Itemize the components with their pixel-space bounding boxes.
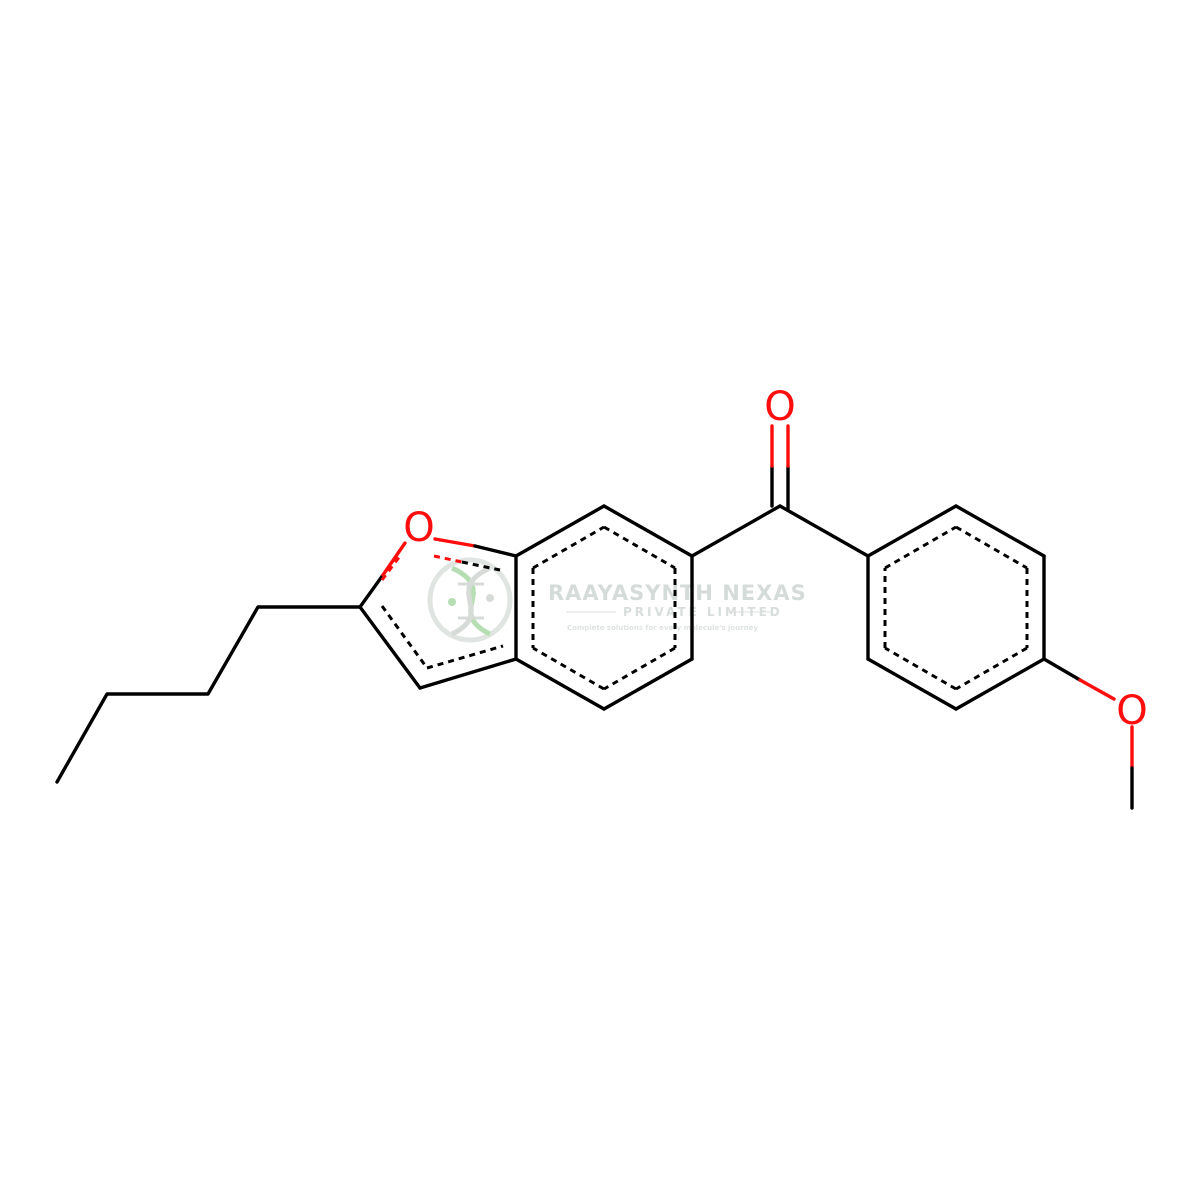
aromatic-c4-c3a [532, 646, 605, 691]
bond-c4p-c5p [954, 657, 1046, 711]
bonds [55, 424, 1134, 810]
bond-c2-c3 [358, 605, 422, 690]
bond-c5-c4 [602, 657, 694, 711]
aromatic-c5-c4 [603, 646, 676, 691]
bond-c5p-c6p [866, 657, 958, 711]
aromatic-c1p-c2p [884, 525, 957, 570]
bond-c3-c3a [418, 657, 518, 690]
bond-c4-c3a [514, 657, 606, 711]
bond-c2p-c3p [954, 504, 1046, 558]
bond-c4p-o-red [1078, 678, 1116, 701]
bond-carbonyl-c1p [778, 504, 870, 558]
aromatic-c2-c3 [380, 605, 429, 669]
aromatic-c4p-c5p [955, 646, 1028, 691]
methoxy-oxygen-label: O [1116, 688, 1147, 734]
aromatic-o-c7a-red [433, 554, 463, 564]
carbonyl-oxygen-label: O [764, 384, 795, 430]
watermark-company: RAAYASYNTH NEXAS [548, 581, 807, 605]
watermark-logo-icon [427, 557, 513, 643]
bond-c2-o-black [358, 573, 385, 609]
aromatic-c2p-c3p [955, 525, 1028, 570]
bond-c1p-c2p [866, 504, 958, 558]
bond-c7a-c7 [514, 504, 606, 558]
bond-c4p-o-black [1042, 657, 1082, 682]
bond-c6-carbonyl [690, 504, 782, 558]
butyl-chain-bond [55, 605, 362, 784]
ring-oxygen-label: O [403, 505, 434, 551]
aromatic-c5p-c6p [884, 646, 957, 691]
watermark-tagline: Complete solutions for every molecule's … [567, 624, 758, 632]
bond-o-c7a-black [473, 544, 518, 558]
aromatic-c7a-c7 [532, 525, 605, 570]
bond-c7-c6 [602, 504, 694, 558]
bond-o-c7a-red [433, 537, 477, 548]
bond-c2-o-red [381, 541, 407, 577]
aromatic-c3-c3a [426, 644, 504, 670]
aromatic-c7-c6 [603, 525, 676, 570]
aromatic-bonds [380, 525, 1029, 691]
aromatic-c2-o-red [380, 555, 402, 581]
watermark-subtitle: PRIVATE LIMITED [623, 605, 783, 619]
watermark: RAAYASYNTH NEXAS PRIVATE LIMITED Complet… [427, 557, 807, 643]
